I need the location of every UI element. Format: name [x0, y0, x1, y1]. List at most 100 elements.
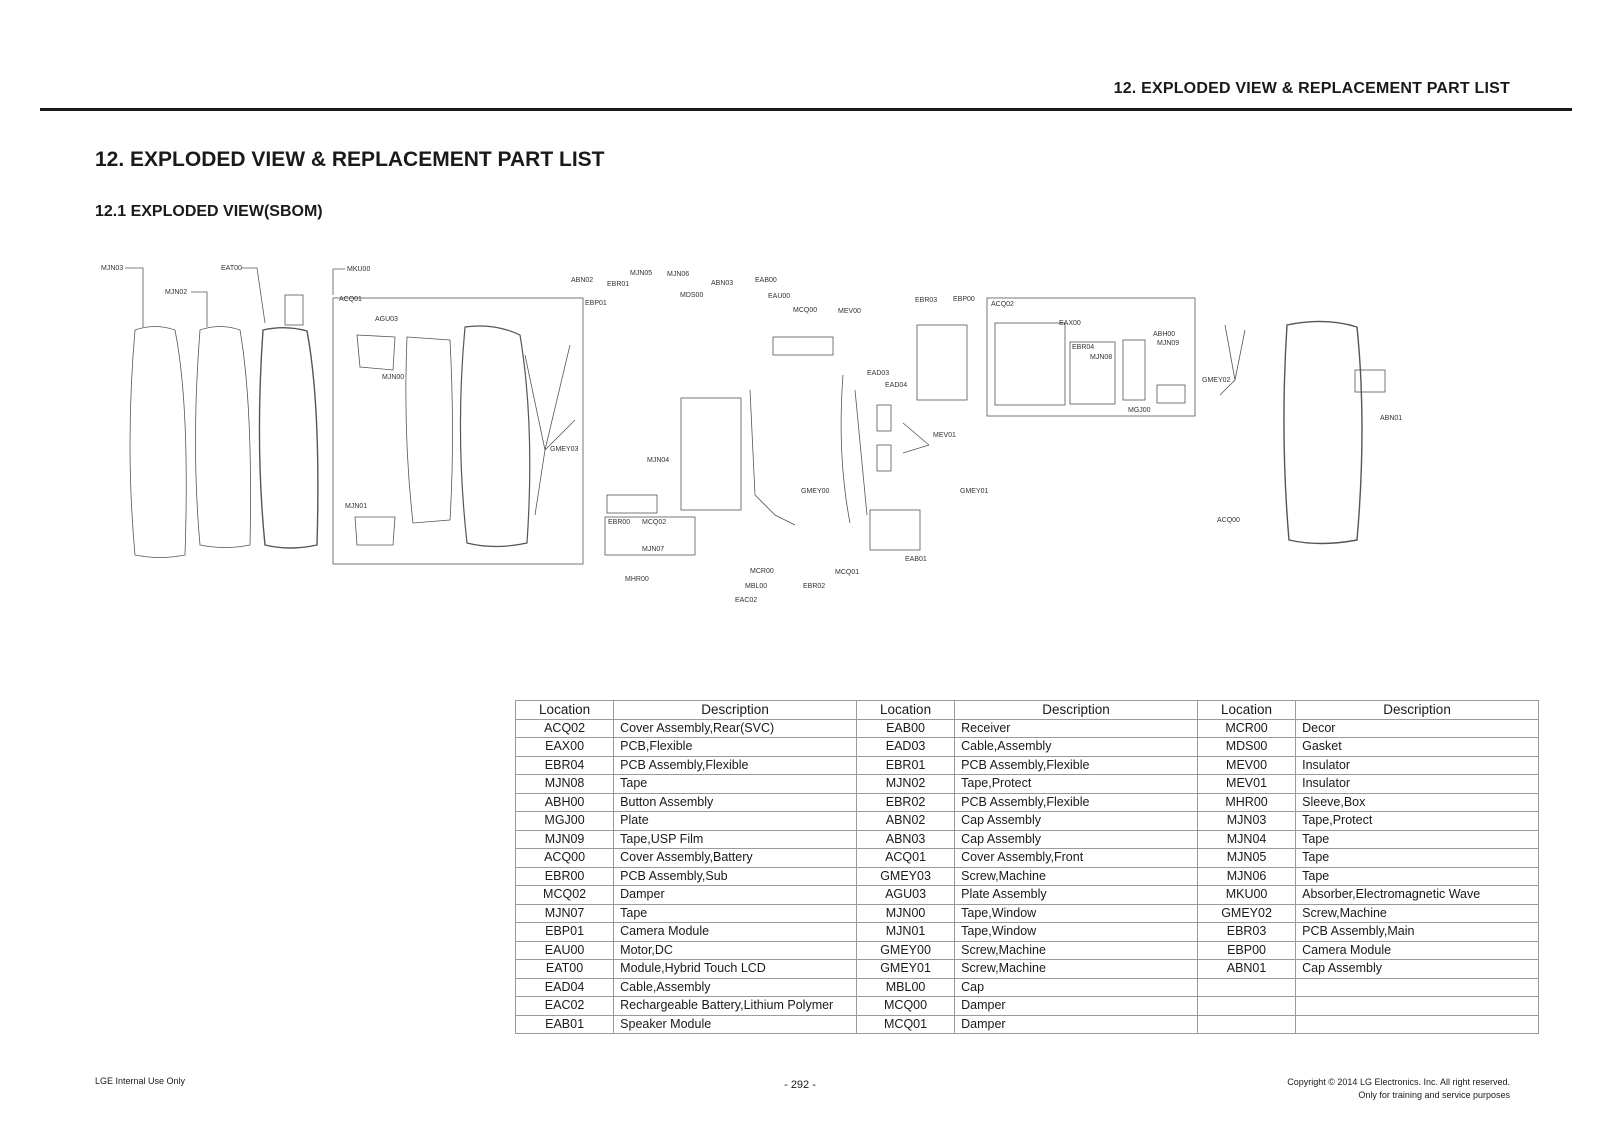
label-ebr00: EBR00 — [608, 519, 630, 526]
exploded-view-diagram: MJN03 MJN02 EAT00 MKU00 ACQ01 AGU03 MJN0… — [101, 265, 1402, 604]
location-cell: GMEY02 — [1196, 903, 1297, 923]
location-cell — [1196, 996, 1297, 1016]
label-mgj00: MGJ00 — [1128, 407, 1151, 414]
description-cell: Camera Module — [1295, 940, 1539, 960]
description-cell: PCB Assembly,Flexible — [613, 755, 857, 775]
location-cell: MEV01 — [1196, 774, 1297, 794]
replacement-part-table: Location Description Location Descriptio… — [514, 700, 1539, 1034]
group-ebr00-box — [604, 516, 696, 556]
location-cell: EBR04 — [514, 755, 615, 775]
description-cell: Plate Assembly — [954, 885, 1198, 905]
label-mjn00: MJN00 — [382, 374, 404, 381]
description-cell: Screw,Machine — [1295, 903, 1539, 923]
description-cell: Screw,Machine — [954, 940, 1198, 960]
header-description-1: Description — [613, 700, 857, 720]
location-cell: MCQ02 — [514, 885, 615, 905]
label-agu03: AGU03 — [375, 316, 398, 323]
label-abn02: ABN02 — [571, 277, 593, 284]
location-cell: MJN02 — [855, 774, 956, 794]
label-eau00: EAU00 — [768, 293, 790, 300]
description-cell: Tape — [1295, 866, 1539, 886]
description-cell: PCB Assembly,Flexible — [954, 792, 1198, 812]
label-mev01: MEV01 — [933, 432, 956, 439]
label-eab00: EAB00 — [755, 277, 777, 284]
location-cell: AGU03 — [855, 885, 956, 905]
footer-internal-use: LGE Internal Use Only — [95, 1076, 186, 1086]
description-cell: Cap Assembly — [1295, 959, 1539, 979]
description-cell: Cap Assembly — [954, 811, 1198, 831]
running-header: 12. EXPLODED VIEW & REPLACEMENT PART LIS… — [1113, 80, 1510, 97]
location-cell: MCQ00 — [855, 996, 956, 1016]
part-flex-cable — [749, 389, 796, 526]
description-cell: Tape,Window — [954, 903, 1198, 923]
part-mev01-a — [876, 404, 892, 432]
description-cell: Cover Assembly,Front — [954, 848, 1198, 868]
description-cell: Tape — [613, 903, 857, 923]
description-cell: Damper — [954, 1014, 1198, 1034]
location-cell: MJN08 — [514, 774, 615, 794]
label-mjn04: MJN04 — [647, 457, 669, 464]
description-cell: PCB Assembly,Flexible — [954, 755, 1198, 775]
label-acq02: ACQ02 — [991, 301, 1014, 308]
part-tape-window-bottom — [354, 516, 396, 546]
label-mcq00: MCQ00 — [793, 307, 817, 314]
description-cell: Decor — [1295, 718, 1539, 738]
location-cell: GMEY01 — [855, 959, 956, 979]
group-ebr04-box — [1069, 341, 1116, 405]
location-cell: ACQ01 — [855, 848, 956, 868]
label-mcq02: MCQ02 — [642, 519, 666, 526]
label-abh00: ABH00 — [1153, 331, 1175, 338]
label-mds00: MDS00 — [680, 292, 703, 299]
location-cell: EAX00 — [514, 737, 615, 757]
label-mbl00: MBL00 — [745, 583, 767, 590]
description-cell: Sleeve,Box — [1295, 792, 1539, 812]
header-description-3: Description — [1295, 700, 1539, 720]
label-gmey02: GMEY02 — [1202, 377, 1231, 384]
description-cell: Tape,Protect — [1295, 811, 1539, 831]
label-ebp00: EBP00 — [953, 296, 975, 303]
part-battery — [680, 397, 742, 511]
location-cell: GMEY00 — [855, 940, 956, 960]
description-cell: Absorber,Electromagnetic Wave — [1295, 885, 1539, 905]
label-mcq01: MCQ01 — [835, 569, 859, 576]
header-rule — [40, 108, 1572, 111]
footer-copyright: Copyright © 2014 LG Electronics. Inc. Al… — [1287, 1076, 1510, 1102]
part-mev00 — [772, 336, 834, 356]
description-cell: Insulator — [1295, 774, 1539, 794]
description-cell — [1295, 1014, 1539, 1034]
label-ebr01: EBR01 — [607, 281, 629, 288]
part-rear-cover — [994, 322, 1066, 406]
copyright-line: Copyright © 2014 LG Electronics. Inc. Al… — [1287, 1077, 1510, 1087]
description-cell: Module,Hybrid Touch LCD — [613, 959, 857, 979]
description-cell — [1295, 977, 1539, 997]
location-cell: MCR00 — [1196, 718, 1297, 738]
location-cell: MDS00 — [1196, 737, 1297, 757]
part-cap-abn01 — [1354, 369, 1386, 393]
label-ebr03: EBR03 — [915, 297, 937, 304]
label-mjn09: MJN09 — [1157, 340, 1179, 347]
part-ead03 — [840, 374, 851, 524]
location-cell: MGJ00 — [514, 811, 615, 831]
part-tape-protect-outline — [129, 326, 187, 558]
location-cell: EAB01 — [514, 1014, 615, 1034]
label-abn03: ABN03 — [711, 280, 733, 287]
label-eab01: EAB01 — [905, 556, 927, 563]
location-cell: ACQ00 — [514, 848, 615, 868]
label-ebp01: EBP01 — [585, 300, 607, 307]
label-ebr02: EBR02 — [803, 583, 825, 590]
description-cell: Plate — [613, 811, 857, 831]
description-cell: Button Assembly — [613, 792, 857, 812]
label-mhr00: MHR00 — [625, 576, 649, 583]
label-gmey03: GMEY03 — [550, 446, 579, 453]
part-lcd-flex — [284, 294, 304, 326]
